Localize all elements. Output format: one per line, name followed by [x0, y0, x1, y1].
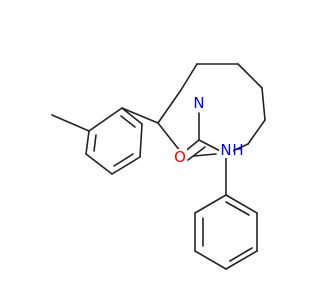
aromatic-inner-bond: [225, 201, 250, 216]
aromatic-inner-bond: [120, 115, 136, 128]
oxygen-backdrop: [173, 149, 187, 165]
aromatic-bond: [225, 250, 258, 270]
ring-n-backdrop: [192, 95, 206, 111]
aromatic-bond: [88, 107, 123, 132]
ring-bond: [247, 119, 266, 145]
aromatic-bond: [85, 153, 113, 175]
aromatic-bond: [194, 194, 227, 214]
aromatic-bond: [139, 123, 143, 158]
ring-bond: [237, 63, 263, 89]
aromatic-bond: [111, 156, 141, 175]
ring-nitrogen-label: N: [193, 94, 204, 112]
ring-bond: [157, 89, 182, 124]
amide-n-backdrop: [219, 142, 233, 158]
ring-bond: [180, 63, 198, 91]
ring-bond: [193, 153, 217, 157]
substituent-bond: [121, 107, 159, 124]
ring-bond: [261, 87, 266, 121]
amide-nitrogen-label: N: [220, 141, 231, 159]
aromatic-bond: [121, 107, 143, 125]
aromatic-inner-bond: [113, 153, 134, 167]
tolyl-ring: [51, 107, 159, 175]
molecule-structure: N O N H: [0, 0, 300, 300]
aromatic-inner-bond: [93, 134, 97, 152]
aromatic-inner-bond: [229, 247, 253, 262]
aromatic-bond: [194, 250, 227, 270]
aromatic-bond: [225, 194, 258, 214]
carbonyl-oxygen-label: O: [174, 148, 186, 166]
phenyl-ring: [194, 194, 258, 270]
aromatic-bond: [85, 130, 90, 155]
canvas-background: [0, 0, 300, 300]
methyl-bond: [51, 114, 90, 132]
amide-hydrogen-label: H: [232, 141, 243, 159]
c-o-double-bond: [187, 146, 206, 161]
